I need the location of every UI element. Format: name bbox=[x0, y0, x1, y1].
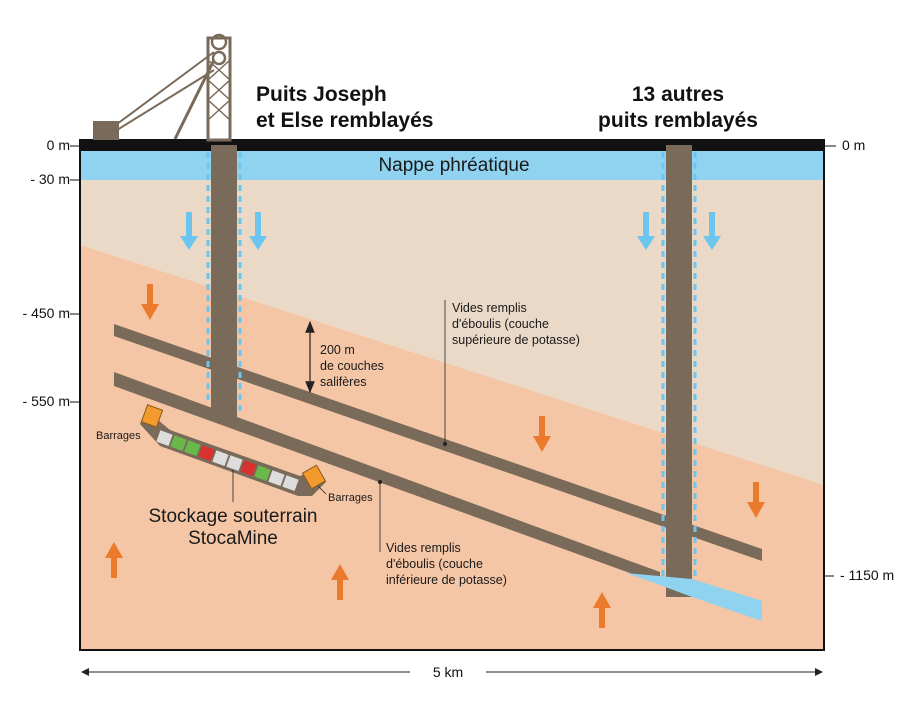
depth-30: - 30 m bbox=[30, 171, 70, 187]
upper-potash-layer bbox=[114, 324, 762, 561]
right-shaft-title-2: puits remblayés bbox=[598, 109, 758, 132]
shaft-other bbox=[666, 145, 692, 597]
headframe-icon bbox=[93, 33, 232, 142]
salt-label-3: salifères bbox=[320, 375, 367, 389]
ground-frame bbox=[79, 139, 825, 651]
shaft-joseph-else bbox=[211, 145, 237, 417]
left-shaft-title-1: Puits Joseph bbox=[256, 83, 387, 106]
right-shaft-title-1: 13 autres bbox=[632, 83, 724, 106]
salt-label-2: de couches bbox=[320, 359, 384, 373]
upper-voids-label-3: supérieure de potasse) bbox=[452, 333, 580, 347]
upper-ground bbox=[80, 178, 824, 485]
aquifer-label: Nappe phréatique bbox=[378, 155, 529, 176]
storage-label-2: StocaMine bbox=[188, 528, 278, 549]
pressure-arrow-icon bbox=[105, 284, 765, 628]
shaft-left-seepage bbox=[206, 152, 242, 415]
lower-voids-label-2: d'éboulis (couche bbox=[386, 557, 483, 571]
dam-right bbox=[301, 464, 327, 490]
depth-1150: - 1150 m bbox=[840, 567, 894, 583]
upper-voids-label-2: d'éboulis (couche bbox=[452, 317, 549, 331]
waste-blocks bbox=[140, 404, 327, 492]
dams-left-label: Barrages bbox=[96, 430, 141, 442]
lower-voids-label-1: Vides remplis bbox=[386, 541, 461, 555]
lower-voids-label-3: inférieure de potasse) bbox=[386, 573, 507, 587]
salt-label-1: 200 m bbox=[320, 343, 355, 357]
surface-line bbox=[80, 140, 824, 151]
shaft-right-seepage bbox=[661, 152, 697, 595]
depth-450: - 450 m bbox=[23, 305, 70, 321]
depth-0-right: 0 m bbox=[842, 137, 865, 153]
water-arrow-icon bbox=[180, 212, 721, 250]
depth-550: - 550 m bbox=[23, 393, 70, 409]
depth-0-left: 0 m bbox=[47, 137, 70, 153]
upper-voids-label-1: Vides remplis bbox=[452, 301, 527, 315]
aquifer-layer bbox=[80, 150, 824, 180]
water-intrusion bbox=[626, 573, 762, 621]
left-shaft-title-2: et Else remblayés bbox=[256, 109, 433, 132]
storage-label-1: Stockage souterrain bbox=[149, 506, 318, 527]
width-label: 5 km bbox=[433, 664, 463, 680]
lower-potash-layer bbox=[114, 372, 660, 584]
dams-right-label: Barrages bbox=[328, 492, 373, 504]
dam-left bbox=[140, 404, 164, 428]
